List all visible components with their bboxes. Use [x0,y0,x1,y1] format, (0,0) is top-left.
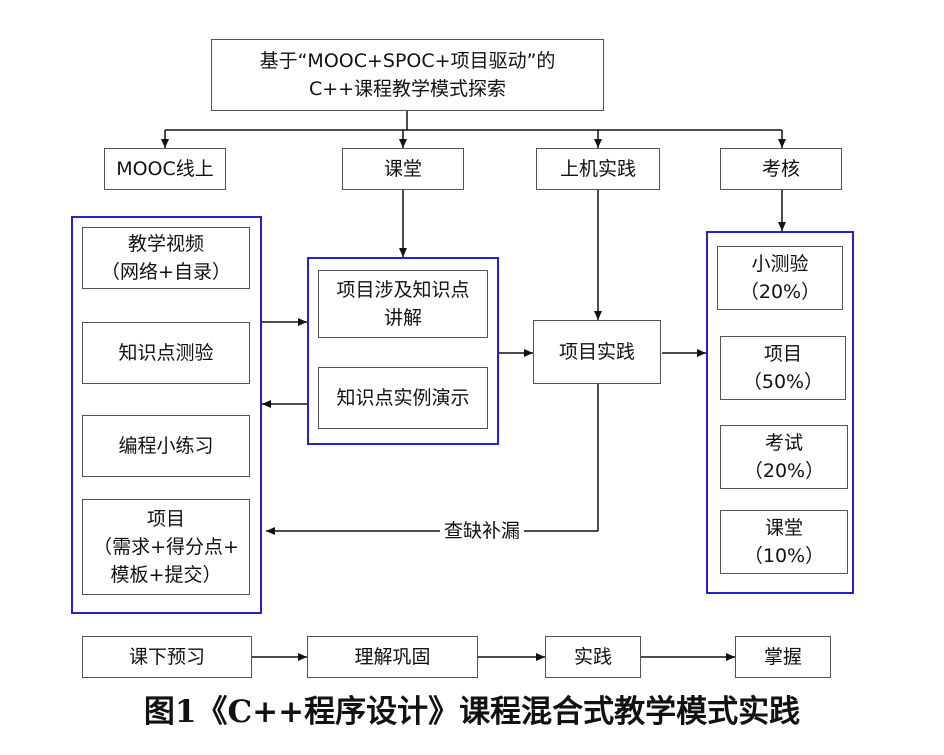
mooc-item-project-line-2: （需求+得分点+ [93,536,239,558]
flow-step-understand: 理解巩固 [307,636,478,678]
assess-item-class-line-1: 课堂 [764,517,803,539]
mooc-item-quiz: 知识点测验 [82,322,250,384]
mooc-item-project-line-3: 模板+提交） [110,564,222,586]
root-line-2: C++课程教学模式探索 [308,78,507,100]
class-item-lecture: 项目涉及知识点 讲解 [318,270,488,338]
mooc-item-video-line-1: 教学视频 [127,233,204,255]
branch-class: 课堂 [342,148,464,190]
flow-step-preview: 课下预习 [82,636,252,678]
assess-item-exam-line-2: （20%） [743,460,825,482]
branch-assess: 考核 [720,148,842,190]
assess-item-project-line-1: 项目 [763,343,802,365]
mooc-item-project-line-1: 项目 [146,508,185,530]
figure-caption: 图1《C++程序设计》课程混合式教学模式实践 [143,694,801,730]
assess-item-class: 课堂 （10%） [720,510,848,574]
practice-box: 项目实践 [533,320,661,384]
flow-step-practice: 实践 [545,636,641,678]
branch-mooc: MOOC线上 [104,148,226,190]
assess-item-exam-line-1: 考试 [764,432,803,454]
class-group-frame [307,257,499,445]
mooc-item-project: 项目 （需求+得分点+ 模板+提交） [82,499,250,595]
assess-item-quiz-line-2: （20%） [739,281,821,303]
class-item-lecture-line-2: 讲解 [383,307,422,329]
mooc-item-exercise: 编程小练习 [82,415,250,477]
assess-item-quiz: 小测验 （20%） [717,246,843,310]
mooc-group-frame [71,216,262,614]
assess-item-quiz-line-1: 小测验 [751,253,809,275]
class-item-demo: 知识点实例演示 [318,367,488,429]
assess-item-class-line-2: （10%） [743,545,825,567]
assess-item-exam: 考试 （20%） [720,425,848,489]
assess-item-project-line-2: （50%） [742,371,824,393]
assess-item-project: 项目 （50%） [720,336,846,400]
class-item-lecture-line-1: 项目涉及知识点 [336,279,470,301]
assess-group-frame [706,231,854,594]
feedback-label: 查缺补漏 [440,519,525,543]
branch-lab: 上机实践 [536,148,660,190]
mooc-item-video-line-2: （网络+自录） [101,261,231,283]
root-line-1: 基于“MOOC+SPOC+项目驱动”的 [259,50,556,72]
mooc-item-video: 教学视频 （网络+自录） [82,227,250,289]
flow-step-master: 掌握 [735,636,831,678]
root-box: 基于“MOOC+SPOC+项目驱动”的 C++课程教学模式探索 [211,39,604,111]
